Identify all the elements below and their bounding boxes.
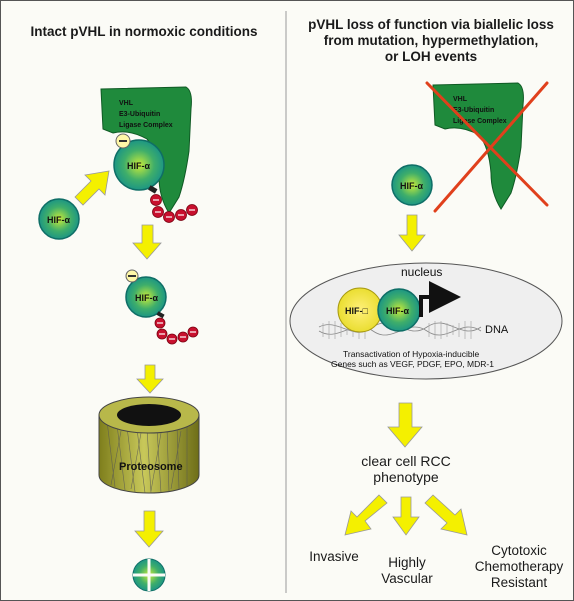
right-panel-title: pVHL loss of function via biallelic loss… [287,17,573,65]
hydroxyl-minus-2 [128,275,136,277]
hif-alpha-free-label: HIF-α [47,215,70,225]
vhl-complex-shape [100,86,192,214]
vhl-inactive-label-line3: Ligase Complex [453,118,507,125]
right-panel-title-line3: or LOH events [384,49,478,64]
vhl-label-line3: Ligase Complex [119,122,173,129]
hif-alpha-bound-label: HIF-α [127,161,150,171]
hif-alpha-tagged-label: HIF-α [135,293,158,303]
hif-alpha-stable-label: HIF-α [400,181,423,191]
right-panel-title-line2: from mutation, hypermethylation, [323,33,539,48]
transcription-arrow [419,281,461,317]
nucleus-label: nucleus [401,265,442,279]
arrow-down-2 [136,364,164,394]
hif-beta-label: HIF-□ [345,306,368,316]
outcome-vascular: Highly Vascular [377,555,437,587]
phenotype-label: clear cell RCC phenotype [351,453,461,485]
hif-alpha-bound [113,139,165,191]
hif-alpha-stable [391,164,433,206]
outcome-cytotoxic-line2: Chemotherapy [474,559,564,574]
outcome-vascular-line1: Highly [388,555,426,570]
vhl-complex-shape-inactive [432,82,524,210]
proteosome [98,396,200,494]
dna-label: DNA [485,324,509,336]
linker [148,185,158,194]
arrow-down-3 [134,510,164,548]
vhl-label-line2: E3-Ubiquitin [119,111,160,118]
arrow-down-1 [132,224,162,260]
outcome-invasive: Invasive [309,549,359,564]
hif-alpha-tagged [125,276,167,318]
arrow-down-right-1 [398,214,426,252]
arrow-to-invasive [344,494,388,536]
hif-alpha-free [38,198,80,240]
outcome-cytotoxic-line1: Cytotoxic [491,543,547,558]
vhl-label-line1: VHL [119,100,134,107]
arrow-diagonal [74,170,110,206]
arrow-down-right-2 [387,402,423,448]
degraded-fragments [132,558,166,592]
phenotype-line1: clear cell RCC [361,453,451,469]
arrow-to-vascular [392,496,420,536]
transactivation-line2: Genes such as VEGF, PDGF, EPO, MDR-1 [331,359,494,369]
left-panel-title: Intact pVHL in normoxic conditions [30,24,258,39]
hydroxyl-minus [119,140,127,142]
proteosome-label: Proteosome [119,461,183,473]
linker-2 [156,311,165,319]
ubiquitin-chain-2 [154,317,199,345]
hif-alpha-nuclear-label: HIF-α [386,306,409,316]
arrow-to-cytotoxic [424,494,468,536]
outcome-cytotoxic-line3: Resistant [490,575,548,590]
cross-out-mark [425,81,549,213]
phenotype-line2: phenotype [373,469,439,485]
outcome-cytotoxic: Cytotoxic Chemotherapy Resistant [469,543,569,591]
right-panel-title-line1: pVHL loss of function via biallelic loss [308,17,554,32]
outcome-vascular-line2: Vascular [381,571,433,586]
vhl-inactive-label-line2: E3-Ubiquitin [453,107,494,114]
transactivation-line1: Transactivation of Hypoxia-inducible [343,349,479,359]
vhl-inactive-label-line1: VHL [453,96,468,103]
